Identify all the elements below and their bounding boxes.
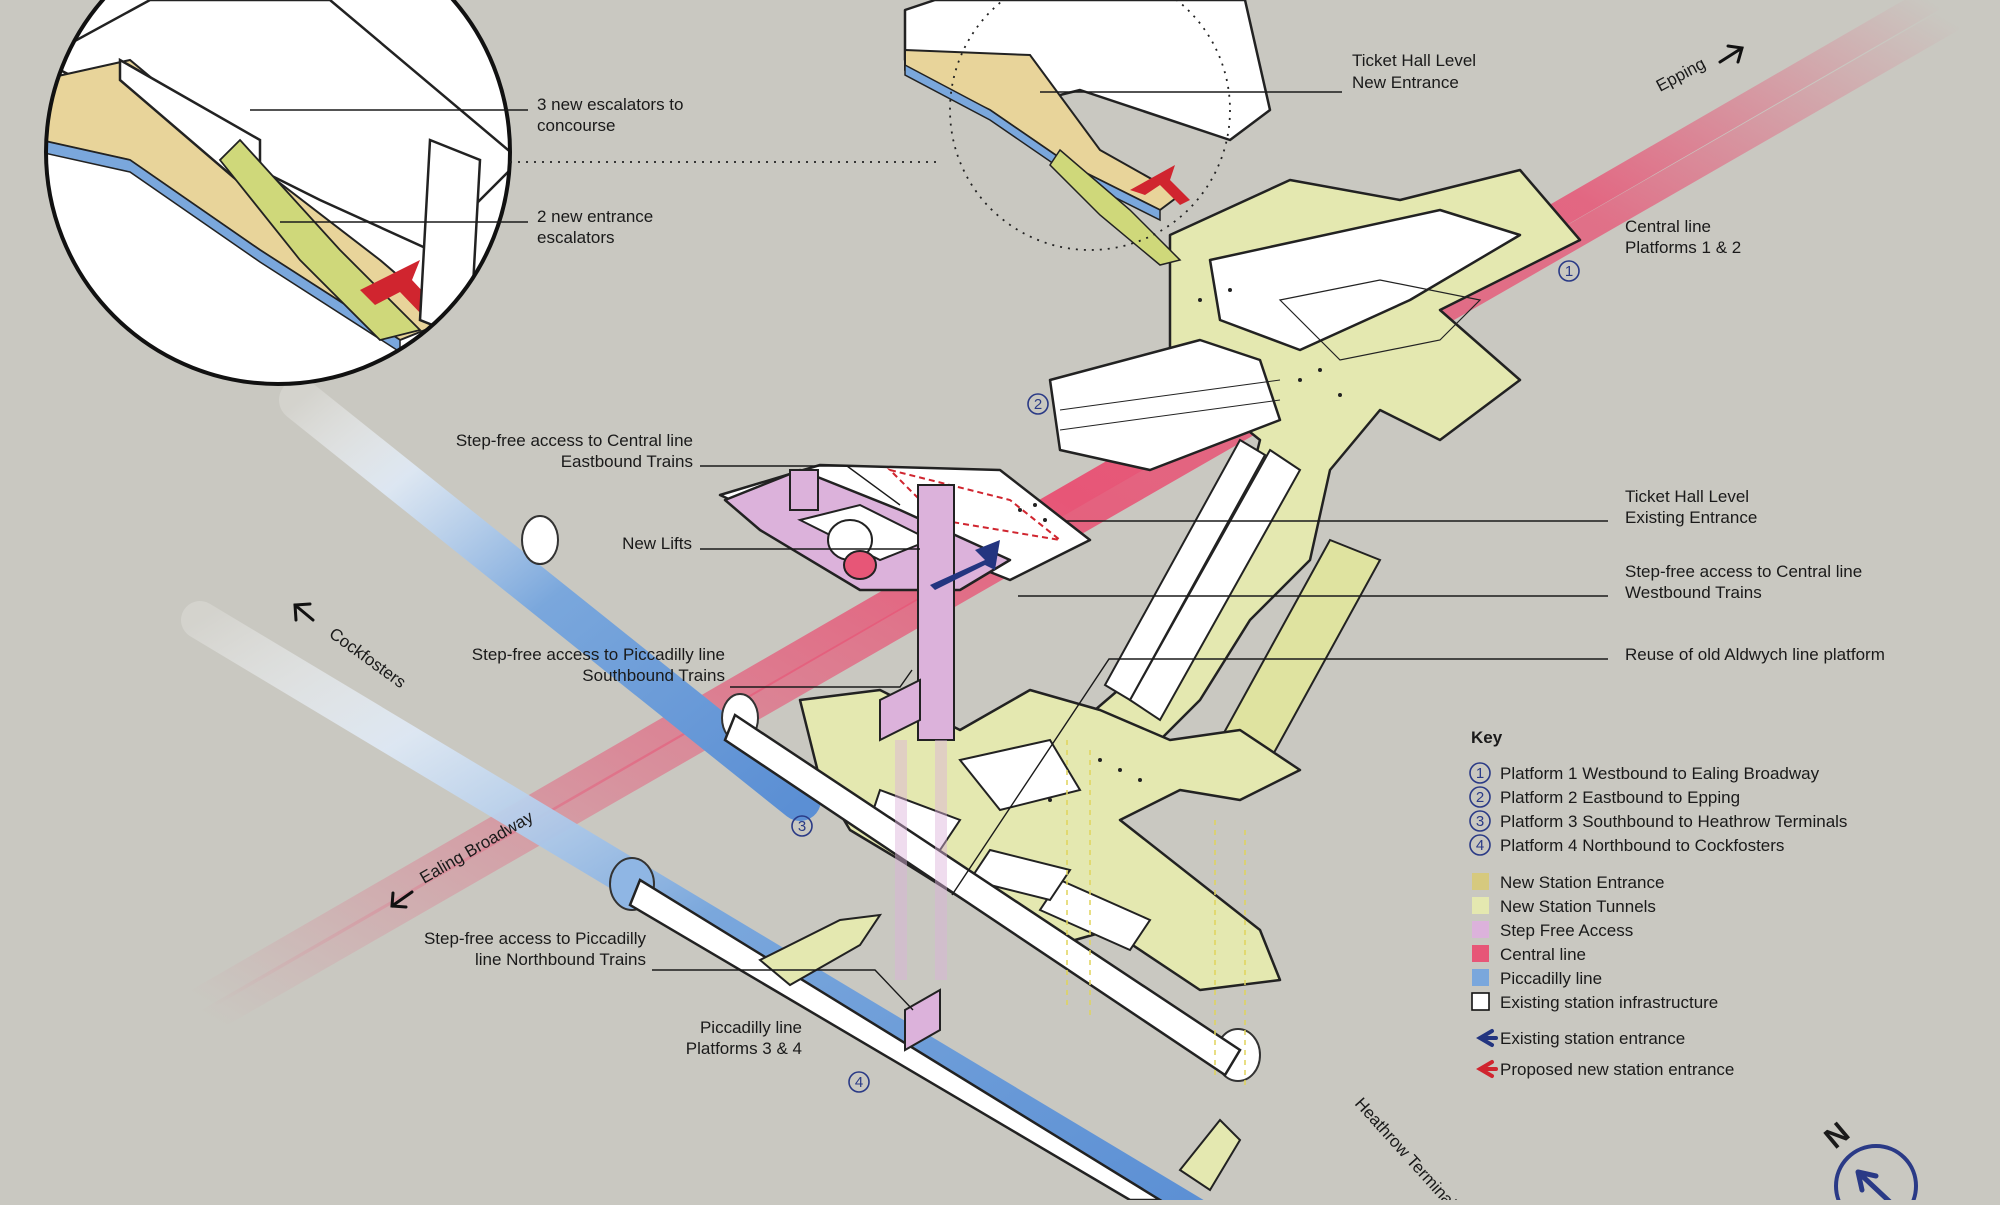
legend-platforms: 1 Platform 1 Westbound to Ealing Broadway… (1469, 762, 1847, 856)
legend-swatch (1472, 969, 1489, 986)
leader-lines (250, 91, 1608, 1011)
arrow-ealing-icon (390, 890, 414, 909)
label-stepfree-piccadilly-sb-1: Step-free access to Piccadilly line (472, 645, 725, 664)
label-stepfree-central-eb-1: Step-free access to Central line (456, 431, 693, 450)
label-ticket-hall-existing-2: Existing Entrance (1625, 508, 1757, 527)
label-stepfree-central-wb-1: Step-free access to Central line (1625, 562, 1862, 581)
label-escalators-concourse-2: concourse (537, 116, 615, 135)
label-aldwych: Reuse of old Aldwych line platform (1625, 645, 1885, 664)
label-escalators-concourse-1: 3 new escalators to (537, 95, 683, 114)
platform-marker-2: 2 (1034, 396, 1042, 413)
annotation-labels: 3 new escalators to concourse 2 new entr… (293, 44, 1885, 1205)
legend-swatch-label: New Station Tunnels (1500, 897, 1656, 916)
legend-swatch (1472, 945, 1489, 962)
north-label: N (1818, 1116, 1856, 1155)
label-piccadilly-platforms-2: Platforms 3 & 4 (686, 1039, 802, 1058)
legend-platform-marker (1469, 810, 1491, 832)
legend-arrow-label: Proposed new station entrance (1500, 1060, 1734, 1079)
north-compass-icon: N (1818, 1116, 1918, 1205)
legend-swatch-label: Existing station infrastructure (1500, 993, 1718, 1012)
magnified-entrance-detail (44, 0, 940, 386)
legend-platform-number: 1 (1476, 765, 1484, 782)
legend-title: Key (1471, 728, 1503, 747)
legend-swatch (1472, 897, 1489, 914)
legend-arrow-icon (1476, 1060, 1498, 1078)
label-stepfree-piccadilly-nb-2: line Northbound Trains (475, 950, 646, 969)
label-central-platforms-1: Central line (1625, 217, 1711, 236)
legend-arrow-icon (1476, 1029, 1498, 1047)
legend-platform-label: Platform 3 Southbound to Heathrow Termin… (1500, 812, 1847, 831)
label-stepfree-central-wb-2: Westbound Trains (1625, 583, 1762, 602)
legend-platform-label: Platform 2 Eastbound to Epping (1500, 788, 1740, 807)
legend-swatch (1472, 873, 1489, 890)
legend-platform-number: 2 (1476, 789, 1484, 806)
label-stepfree-piccadilly-nb-1: Step-free access to Piccadilly (424, 929, 647, 948)
label-stepfree-central-eb-2: Eastbound Trains (561, 452, 693, 471)
label-stepfree-piccadilly-sb-2: Southbound Trains (582, 666, 725, 685)
legend-platform-marker (1469, 786, 1491, 808)
legend-platform-number: 3 (1476, 813, 1484, 830)
legend-swatch-label: Step Free Access (1500, 921, 1633, 940)
platform-marker-4: 4 (855, 1074, 863, 1091)
label-entrance-escalators-2: escalators (537, 228, 614, 247)
station-structure (628, 0, 1582, 1202)
arrow-cockfosters-icon (293, 602, 315, 622)
legend-platform-marker (1469, 834, 1491, 856)
legend-swatch (1471, 992, 1490, 1011)
legend-platform-number: 4 (1476, 837, 1484, 854)
label-entrance-escalators-1: 2 new entrance (537, 207, 653, 226)
arrow-epping-icon (1718, 44, 1744, 64)
legend-swatch (1472, 921, 1489, 938)
label-heathrow: Heathrow Terminals (1351, 1094, 1465, 1200)
legend-platform-marker (1469, 762, 1491, 784)
label-epping: Epping (1653, 54, 1709, 96)
label-central-platforms-2: Platforms 1 & 2 (1625, 238, 1741, 257)
label-ticket-hall-new-1: Ticket Hall Level (1352, 51, 1476, 70)
legend-swatch-label: Piccadilly line (1500, 969, 1602, 988)
legend: Key 1 Platform 1 Westbound to Ealing Broa… (1469, 728, 1847, 1079)
legend-platform-label: Platform 4 Northbound to Cockfosters (1500, 836, 1784, 855)
legend-platform-label: Platform 1 Westbound to Ealing Broadway (1500, 764, 1820, 783)
platform-marker-3: 3 (798, 818, 806, 835)
label-new-lifts: New Lifts (622, 534, 692, 553)
central-line-tunnels (187, 0, 1963, 1033)
legend-swatch-label: New Station Entrance (1500, 873, 1664, 892)
label-piccadilly-platforms-1: Piccadilly line (700, 1018, 802, 1037)
label-ticket-hall-existing-1: Ticket Hall Level (1625, 487, 1749, 506)
legend-arrow-label: Existing station entrance (1500, 1029, 1685, 1048)
platform-marker-1: 1 (1565, 263, 1573, 280)
label-ticket-hall-new-2: New Entrance (1352, 73, 1459, 92)
legend-swatch-label: Central line (1500, 945, 1586, 964)
platform-markers: 1 2 3 4 (791, 260, 1580, 1093)
